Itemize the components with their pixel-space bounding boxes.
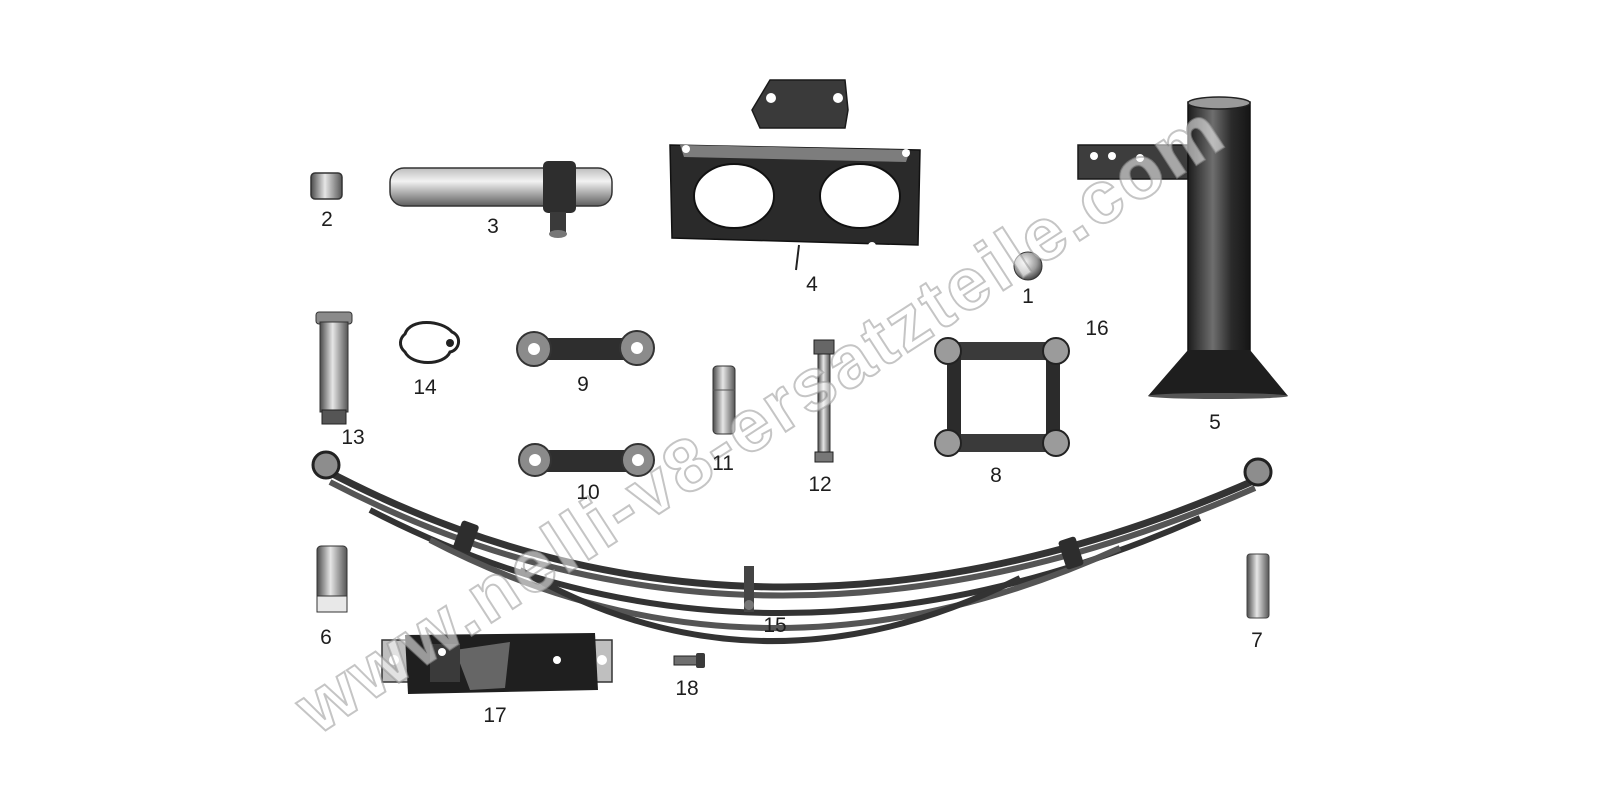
label-12: 12 (808, 473, 832, 496)
part-10-link (518, 443, 655, 477)
label-18: 18 (675, 677, 699, 700)
label-2: 2 (321, 208, 333, 231)
part-14-gasket (399, 321, 460, 364)
label-7: 7 (1251, 629, 1263, 652)
label-1: 1 (1022, 285, 1034, 308)
part-9-link (516, 330, 655, 367)
part-7-pin (1246, 553, 1270, 619)
label-17: 17 (483, 704, 507, 727)
label-3: 3 (487, 215, 499, 238)
label-9: 9 (577, 373, 589, 396)
label-11: 11 (712, 452, 734, 475)
label-13: 13 (341, 426, 365, 449)
part-18-screw (673, 653, 705, 668)
label-15: 15 (763, 614, 787, 637)
part-15-leaf-spring (311, 450, 1273, 644)
part-3-shaft (389, 161, 613, 238)
part-5-tube-stand (1077, 96, 1288, 399)
part-2-bushing (310, 172, 343, 200)
part-4-bracket (669, 79, 921, 271)
part-6-sleeve (316, 545, 348, 613)
part-8-shackle (934, 337, 1070, 457)
part-17-plate (381, 633, 613, 694)
label-6: 6 (320, 626, 332, 649)
part-12-bolt (813, 339, 835, 463)
label-5: 5 (1209, 411, 1221, 434)
part-13-pin (315, 311, 353, 425)
label-8: 8 (990, 464, 1002, 487)
part-11-sleeve (712, 365, 736, 435)
label-10: 10 (576, 481, 600, 504)
label-16: 16 (1085, 317, 1109, 340)
part-1-ball (1013, 251, 1043, 281)
label-4: 4 (806, 273, 818, 296)
label-14: 14 (413, 376, 437, 399)
